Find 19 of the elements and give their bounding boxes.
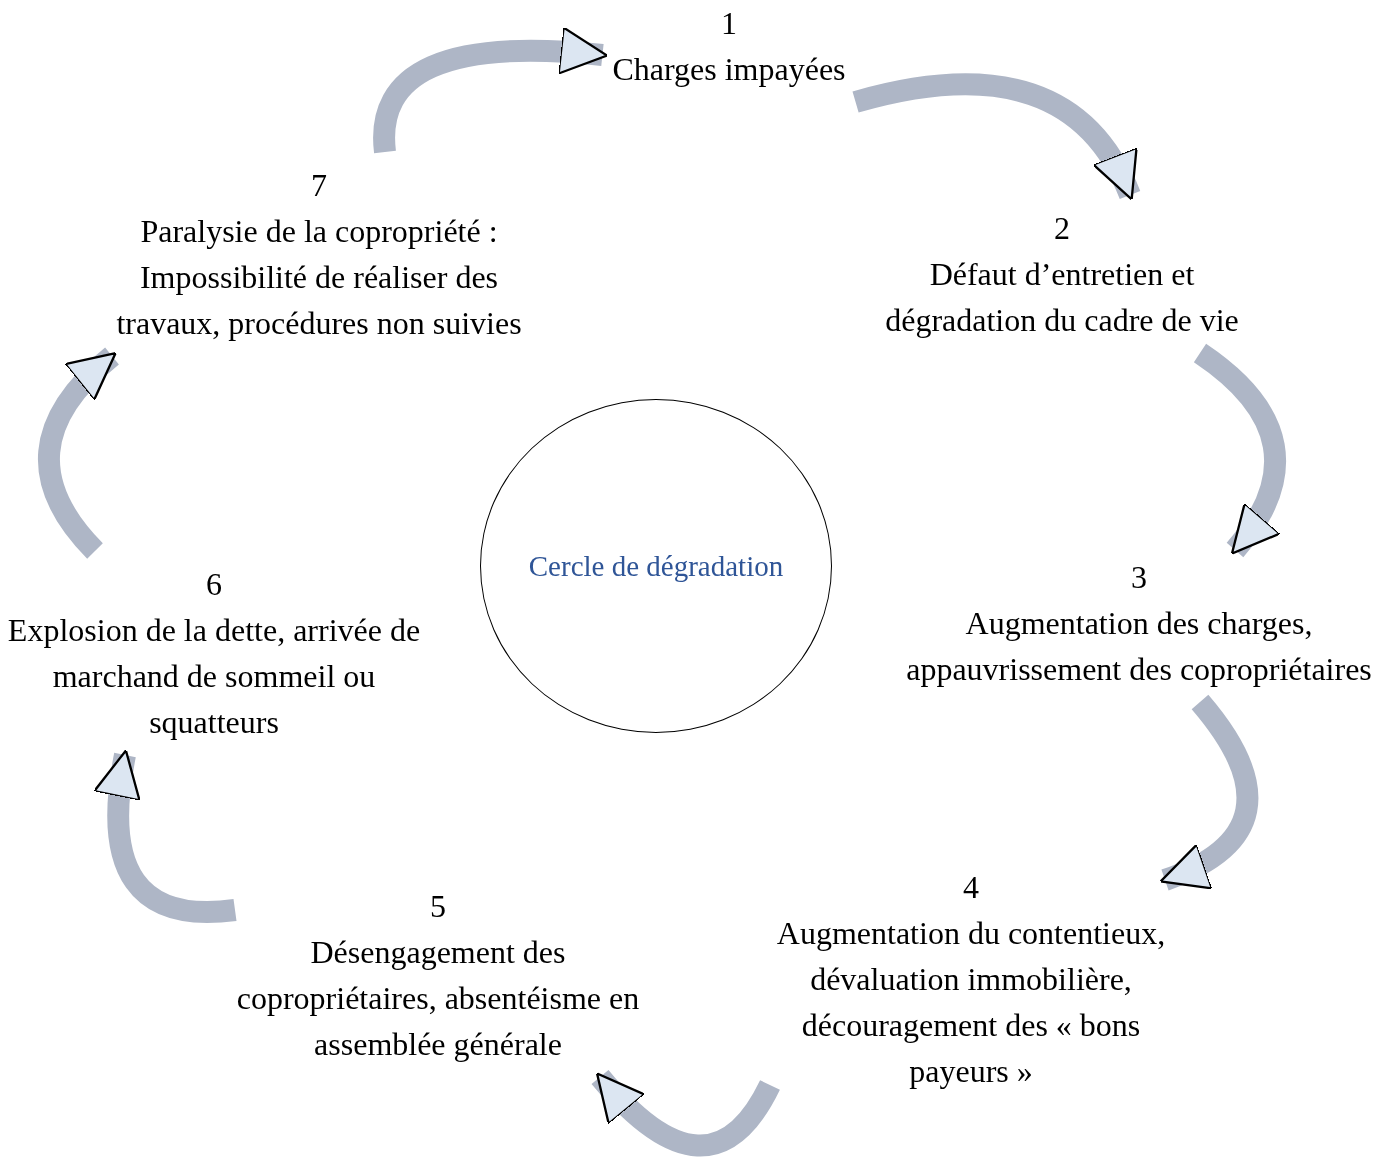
circle-label: Cercle de dégradation	[528, 549, 784, 583]
step-number: 4	[962, 868, 980, 907]
step-number: 5	[429, 887, 447, 926]
step-number: 7	[310, 166, 328, 205]
step-text: Augmentation des charges, appauvrissement des copropriétaires	[905, 604, 1373, 689]
step-text: Paralysie de la copropriété : Impossibilité de réaliser des travaux, procédures non suivies	[115, 212, 523, 343]
step-text: Défaut d’entretien et dégradation du cadre de vie	[884, 255, 1240, 340]
step-text: Augmentation du contentieux, dévaluation immobilière, découragement des « bons payeurs »	[775, 914, 1167, 1091]
curved-arrow	[38, 347, 120, 559]
step-number: 3	[1130, 558, 1148, 597]
step-number: 2	[1053, 209, 1071, 248]
step-number: 1	[720, 4, 738, 43]
step-text: Explosion de la dette, arrivée de marchand de sommeil ou squatteurs	[6, 611, 422, 742]
curved-arrow	[1193, 344, 1287, 557]
step-number: 6	[205, 565, 223, 604]
step-text: Charges impayées	[611, 50, 847, 89]
curved-arrow	[852, 73, 1140, 201]
step-text: Désengagement des copropriétaires, absentéisme en assemblée générale	[235, 933, 641, 1064]
curved-arrow	[1159, 695, 1259, 891]
